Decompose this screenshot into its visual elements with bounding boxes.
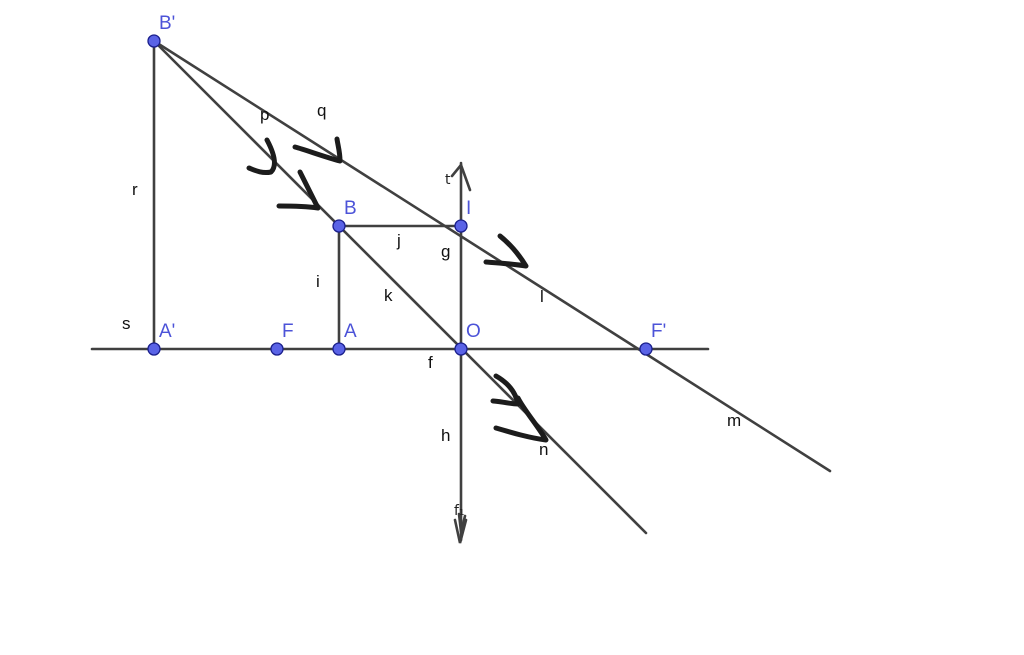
lens-bottom-arrowhead [453,512,468,544]
point-i[interactable] [454,219,468,233]
point-f[interactable] [270,342,284,356]
lens-top-label: t [445,172,451,188]
segment-label-s: s [122,314,131,333]
segment-label-f: f [428,353,433,372]
lens-bottom-label: f₁ [454,503,465,519]
hand-arrow-p-icon [246,137,277,175]
segment-label-i: i [316,272,320,291]
point-label-a-prime: A' [159,321,175,342]
segment-label-p: p [260,105,269,124]
point-label-b: B [344,198,357,219]
segment-label-l: l [540,287,544,306]
ray-q-m-line [152,39,832,473]
ray-p-k-n-line [152,39,648,535]
hand-arrow-l-icon [483,233,529,269]
hand-arrow-q-icon [292,136,343,164]
segment-label-h: h [441,426,450,445]
point-label-f: F [282,321,294,342]
point-label-i: I [466,198,471,219]
point-b-prime[interactable] [147,34,161,48]
segment-label-m: m [727,411,741,430]
point-a-prime[interactable] [147,342,161,356]
segment-label-k: k [384,286,393,305]
segment-label-q: q [317,101,326,120]
hand-arrow-b-icon [276,169,321,211]
lens-end-labels: t f₁ [445,172,465,519]
segment-label-r: r [132,180,138,199]
lens-top-arrowhead [450,162,472,192]
hand-arrow-n-lower-icon [493,395,549,443]
lens-arrowheads [450,162,472,544]
hand-arrow-n-upper-icon [490,373,521,407]
segment-labels: p q r s j g i k l f h n m [122,101,741,459]
point-label-o: O [466,321,481,342]
point-a[interactable] [332,342,346,356]
construction-lines [90,39,832,542]
handwritten-arrows [246,136,549,443]
segment-label-g: g [441,242,450,261]
point-o[interactable] [454,342,468,356]
segment-label-n: n [539,440,548,459]
point-b[interactable] [332,219,346,233]
point-labels: B' B I A' F A O F' [159,13,666,342]
point-label-b-prime: B' [159,13,175,34]
point-label-a: A [344,321,357,342]
point-f-prime[interactable] [639,342,653,356]
segment-label-j: j [396,231,401,250]
point-label-f-prime: F' [651,321,666,342]
points [147,34,653,356]
